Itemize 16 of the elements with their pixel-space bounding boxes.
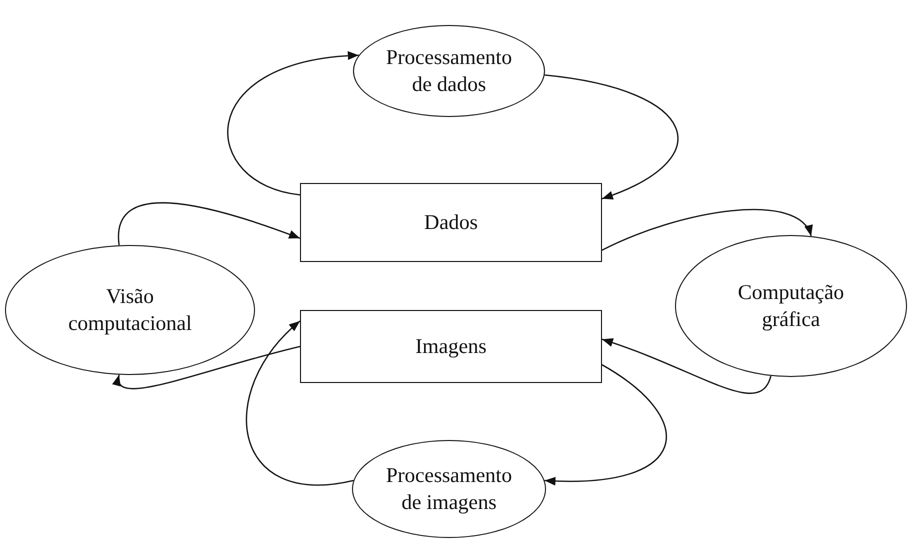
node-label: Computação gráfica [736,278,846,333]
node-label: Imagens [415,332,487,360]
node-label: Processamento de dados [385,44,513,98]
curved-arrow [602,208,812,251]
node-label: Processamento de imagens [385,462,513,516]
node-label: Dados [424,208,478,236]
curved-arrow [602,338,772,394]
curved-arrow [228,52,359,196]
curved-arrow [114,346,300,390]
data-box [300,183,602,262]
curved-arrow [544,74,678,200]
curved-arrow [544,364,667,486]
curved-arrow [246,320,354,486]
node-label: Visão computacional [67,282,193,337]
curved-arrow [118,202,300,246]
data-box [300,310,602,383]
